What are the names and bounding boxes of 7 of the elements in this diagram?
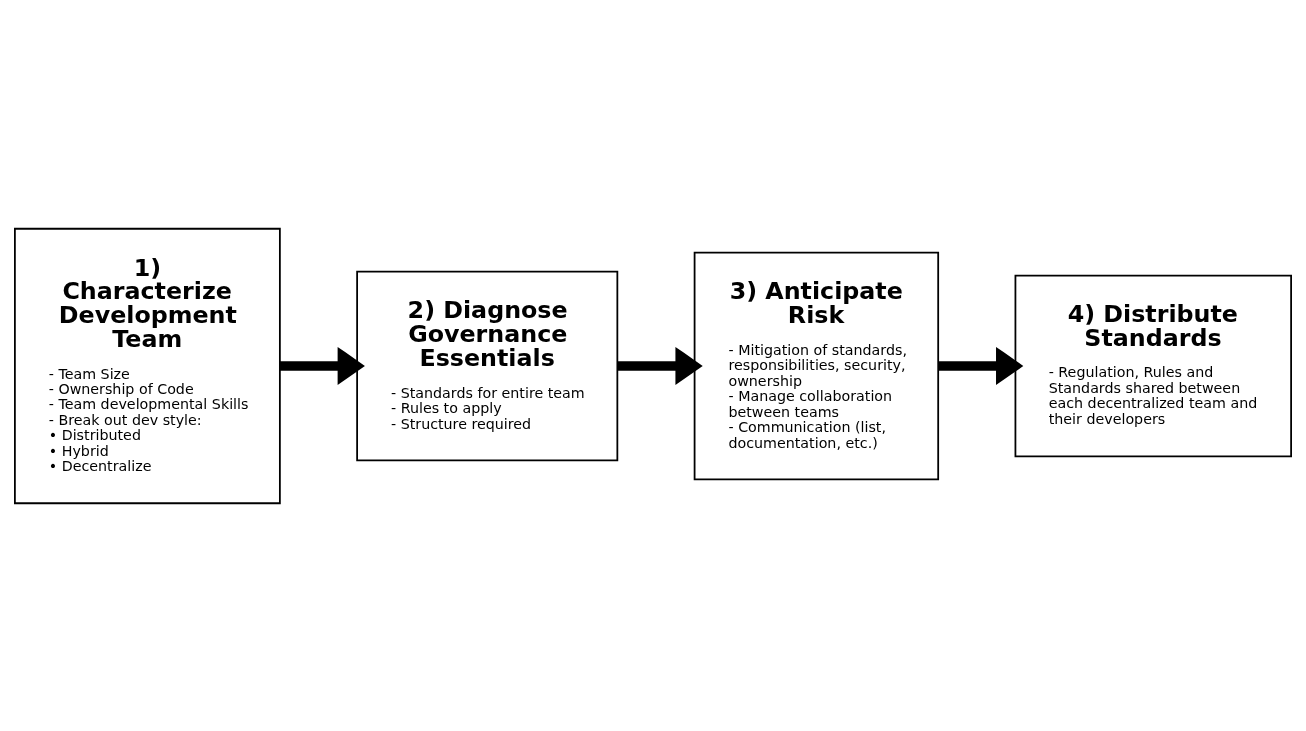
arrow	[280, 346, 365, 385]
node-box: 4) Distribute Standards - Regulation, Rules and Standards shared between each decentralized team and their developers	[1014, 274, 1292, 457]
arrow	[617, 346, 703, 385]
node-box: 2) Diagnose Governance Essentials - Standards for entire team - Rules to apply - Structure required	[356, 270, 619, 461]
arrow	[938, 346, 1024, 385]
node-box: 3) Anticipate Risk - Mitigation of standards, responsibilities, security, ownership - Manage collaboration between teams - Communication (list, documentation, etc.)	[693, 251, 940, 480]
node-box: 1) Characterize Development Team - Team Size - Ownership of Code - Team developmental Skills - Break out dev style: • Distributed • Hybrid • Decentralize	[14, 227, 281, 504]
